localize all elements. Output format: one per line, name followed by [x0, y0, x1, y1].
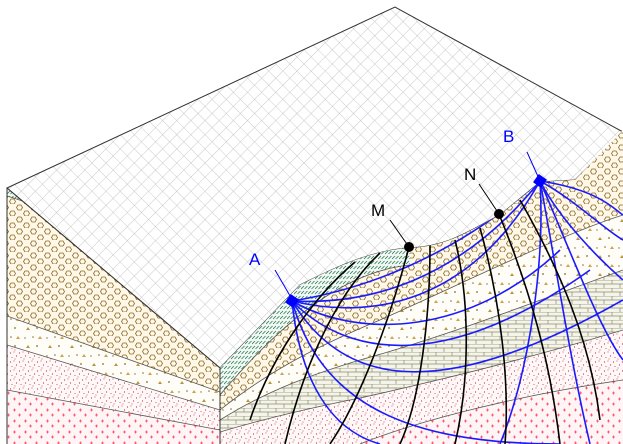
layer-brick-right	[220, 270, 623, 432]
equipotential-line	[284, 252, 381, 444]
current-line-b	[539, 180, 623, 241]
electrode-b-label: B	[503, 127, 514, 146]
current-line-b	[539, 180, 623, 281]
current-line-b	[499, 180, 542, 444]
current-line-b	[539, 180, 623, 216]
equipotential-line	[249, 261, 356, 421]
current-line-a	[291, 180, 541, 303]
equipotential-line	[454, 239, 468, 444]
electrode-a-marker	[285, 294, 299, 308]
electrode-n-marker	[494, 209, 504, 219]
layer-redsand-front	[7, 345, 220, 430]
current-line-a	[291, 180, 541, 309]
equipotential-line	[498, 213, 561, 444]
layer-cross-front	[7, 390, 220, 444]
equipotential-line	[479, 227, 508, 444]
current-line-a	[291, 269, 591, 347]
electrode-m-label: M	[371, 201, 385, 220]
electrode-n-label: N	[464, 165, 476, 184]
electrode-m-marker	[404, 242, 414, 252]
current-line-a	[291, 249, 561, 326]
electrode-b-marker	[533, 174, 547, 188]
layer-gravel-front	[7, 196, 220, 392]
equipotential-line	[399, 244, 431, 444]
current-line-b	[539, 180, 623, 361]
layer-sand-front	[7, 316, 220, 410]
equipotential-line	[329, 246, 410, 444]
equipotential-line	[519, 199, 601, 421]
electrode-a-label: A	[249, 250, 261, 269]
layer-green-right	[220, 248, 410, 395]
current-line-b	[539, 180, 591, 444]
current-line-a	[291, 299, 623, 373]
layer-sand-right	[220, 215, 623, 420]
